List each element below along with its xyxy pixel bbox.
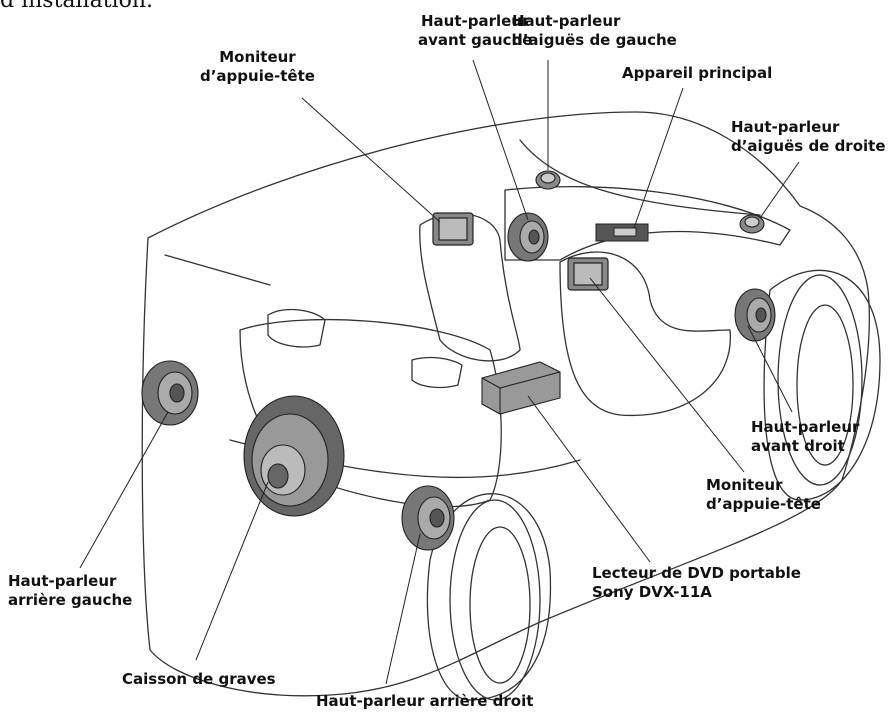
leader-headrest-right <box>590 278 744 472</box>
leader-headrest-top <box>302 98 440 222</box>
label-tweeter-right: Haut-parleur d’aiguës de droite <box>731 118 886 156</box>
roof-line <box>165 255 270 285</box>
label-front-right-speaker: Haut-parleur avant droit <box>751 418 859 456</box>
leader-rear-left <box>80 412 168 568</box>
front-right-speaker <box>735 289 775 341</box>
front-left-speaker <box>508 213 548 261</box>
subwoofer <box>244 396 344 516</box>
leader-subwoofer <box>196 482 268 660</box>
dvd-player <box>482 362 560 414</box>
label-subwoofer: Caisson de graves <box>122 670 276 689</box>
label-headrest-monitor-right: Moniteur d’appuie-tête <box>706 476 821 514</box>
leader-rear-right <box>386 534 420 684</box>
leader-dvd <box>528 396 650 562</box>
rear-right-speaker <box>402 486 454 550</box>
label-dvd-player: Lecteur de DVD portable Sony DVX-11A <box>592 564 801 602</box>
label-headrest-monitor-top: Moniteur d’appuie-tête <box>200 48 315 86</box>
tweeter-left <box>536 171 560 189</box>
label-rear-right-speaker: Haut-parleur arrière droit <box>316 692 533 711</box>
leader-front-right <box>748 326 792 412</box>
label-rear-left-speaker: Haut-parleur arrière gauche <box>8 572 132 610</box>
label-main-unit: Appareil principal <box>622 64 772 83</box>
rear-left-speaker <box>142 361 198 425</box>
label-tweeter-left: Haut-parleur d’aiguës de gauche <box>512 12 677 50</box>
leader-tweeter-right <box>760 162 799 218</box>
leader-main-unit <box>634 88 683 228</box>
rear-wheel <box>450 500 540 700</box>
